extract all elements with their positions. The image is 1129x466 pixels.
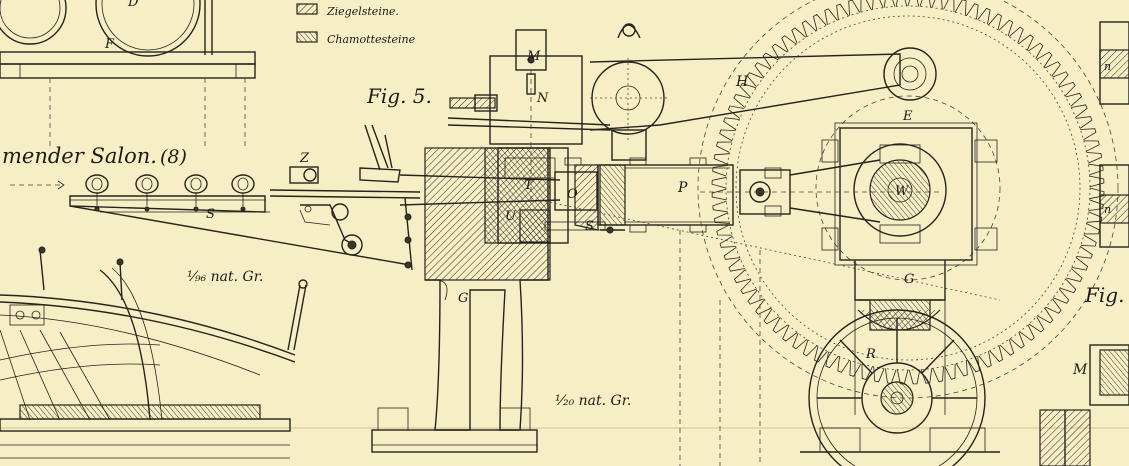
left-caption: mender Salon.: [2, 144, 157, 168]
label-E: E: [902, 109, 913, 124]
label-O: O: [567, 187, 578, 202]
scale-left: ¹⁄₉₆ nat. Gr.: [187, 269, 263, 285]
label-T: T: [524, 178, 534, 193]
press-frame: [371, 147, 734, 453]
label-P: P: [677, 180, 688, 196]
label-H: H: [735, 74, 749, 90]
label-Z: Z: [299, 151, 310, 166]
figure-title: Fig. 5.: [366, 84, 432, 108]
crank-assembly: [700, 122, 998, 415]
label-M-right: M: [1072, 362, 1088, 378]
legend-label-bricks: Ziegelsteine.: [326, 5, 399, 18]
salon-drawing: [0, 246, 308, 459]
legend-swatch-bricks: [296, 3, 318, 15]
label-S-right: S: [585, 219, 594, 234]
label-S-left: S: [206, 207, 215, 222]
label-N: N: [536, 91, 549, 106]
label-G-left: G: [458, 291, 468, 306]
label-F: F: [104, 37, 115, 52]
label-R: R: [865, 347, 876, 362]
legend-label-firebricks: Chamottesteine: [327, 33, 416, 46]
feed-table: [69, 124, 421, 271]
large-gear: [697, 0, 1119, 399]
label-n1: n: [1104, 60, 1111, 73]
label-G-right: G: [904, 272, 914, 287]
legend-swatch-firebricks: [296, 31, 318, 43]
scale-main: ¹⁄₂₀ nat. Gr.: [555, 393, 631, 409]
label-n2: n: [1104, 203, 1111, 216]
flywheel: [800, 309, 1000, 466]
cabinet-drawing: [0, 0, 256, 150]
label-M: M: [526, 49, 541, 64]
label-W: W: [895, 184, 910, 199]
label-D: D: [127, 0, 139, 10]
upper-mechanism: [447, 23, 937, 200]
right-edge-details: [1039, 21, 1129, 466]
label-U: U: [505, 209, 517, 224]
edge-figure-title: Fig. 5: [1084, 283, 1129, 307]
left-caption-ref: (8): [160, 146, 187, 168]
legend: Ziegelsteine. Chamottesteine: [296, 3, 416, 46]
